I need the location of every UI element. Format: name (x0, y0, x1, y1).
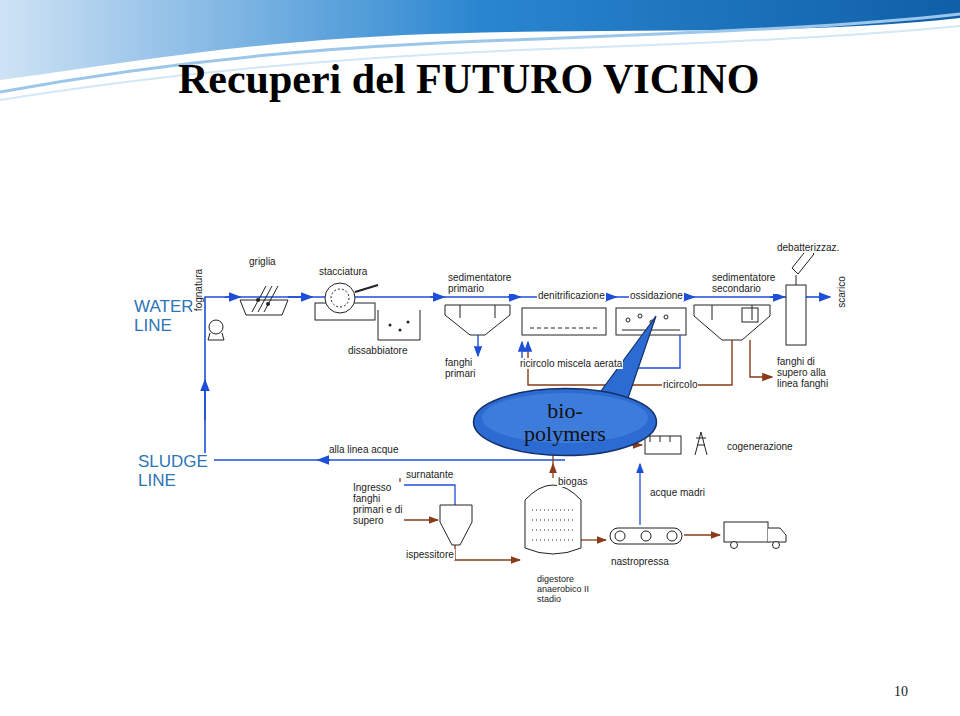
flow-label: fanghi di supero alla linea fanghi (776, 356, 842, 389)
flow-label: Ingresso fanghi primari e di supero (352, 482, 404, 526)
flow-label: fanghi primari (444, 357, 496, 379)
unit-label: stacciatura (318, 266, 368, 277)
callout-bubble: bio- polymers (472, 387, 658, 457)
page-number: 10 (893, 684, 909, 699)
flow-label: biogas (557, 476, 588, 487)
unit-label: cogenerazione (726, 441, 794, 452)
unit-label: griglia (248, 256, 277, 267)
unit-label: denitrificazione (537, 290, 606, 301)
flow-label: acque madri (649, 487, 706, 498)
line-label: WATER LINE (133, 298, 197, 335)
unit-label: sedimentatore secondario (711, 272, 785, 294)
flow-label: alla linea acque (328, 444, 400, 455)
unit-label: nastropressa (610, 556, 670, 567)
unit-label: fognatura (193, 268, 204, 312)
flow-label: ricircolo miscela aerata (519, 358, 623, 369)
callout-text: bio- polymers (510, 399, 620, 445)
flow-label: surnatante (405, 469, 454, 480)
unit-label: dissabbiatore (347, 345, 408, 356)
unit-label: debatterizzaz. (776, 242, 840, 253)
slide-title: Recuperi del FUTURO VICINO (178, 55, 759, 103)
unit-label: scarico (836, 275, 847, 309)
unit-label: ossidazione (629, 290, 684, 301)
unit-label: digestore anaerobico II stadio (536, 575, 602, 605)
unit-label: ispessitore (405, 549, 455, 560)
line-label: SLUDGE LINE (137, 453, 214, 490)
unit-label: sedimentatore primario (447, 272, 521, 294)
flow-label: ricircolo (662, 379, 698, 390)
